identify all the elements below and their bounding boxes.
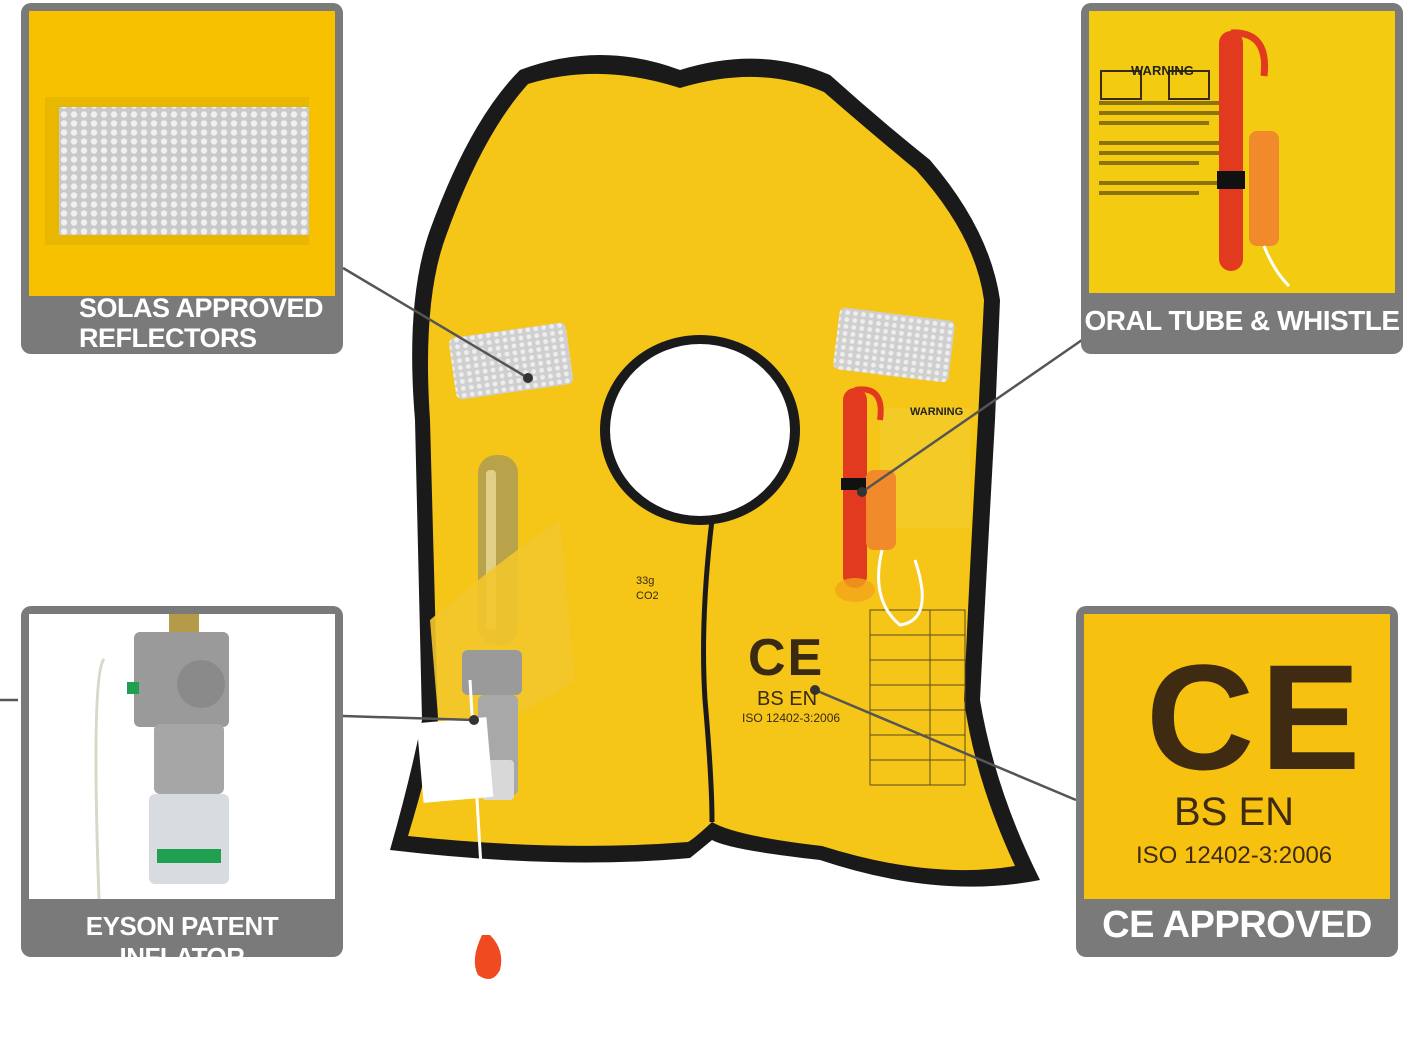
pull-handle [474,935,502,979]
product-label-table [869,609,966,786]
inflatable-vest [390,55,1040,979]
oral-warning-text: WARNING [1131,63,1194,78]
callout-ce-approved: CE BS EN ISO 12402-3:2006 CE APPROVED [1076,606,1398,957]
ce-iso: ISO 12402-3:2006 [1136,842,1333,869]
inflator-label: EYSON PATENT INFLATOR [85,911,279,957]
ce-mark: CE [1146,633,1367,801]
inflator-closeup-photo [29,614,335,899]
vest-warning-text: WARNING [910,406,964,418]
vest-cylinder-size: 33g [636,575,655,587]
vest-iso: ISO 12402-3:2006 [742,711,841,725]
leader-lines [0,266,1083,802]
callout-inflator: EYSON PATENT INFLATOR [21,606,343,957]
oral-tube-label: ORAL TUBE & WHISTLE [1084,305,1400,336]
whistle [866,470,924,627]
leader-dot [469,715,479,725]
oral-tube [835,386,884,602]
leader-dot [523,373,533,383]
ce-closeup-photo: CE BS EN ISO 12402-3:2006 [1084,614,1390,899]
callout-reflectors: SOLAS APPROVED REFLECTORS [21,3,343,354]
callout-oral-tube-whistle: WARNING ORAL TUBE & WHISTLE [1081,3,1403,354]
ce-approved-label: CE APPROVED [1102,904,1372,946]
vest-ce-mark: CE [748,629,825,687]
reflectors-label: SOLAS APPROVED REFLECTORS [79,293,324,353]
reflector-closeup-photo [29,11,335,296]
leader-dot [810,685,820,695]
oral-tube-closeup-photo: WARNING [1089,11,1395,293]
ce-standard: BS EN [1174,790,1295,834]
vest-standard: BS EN [757,688,818,710]
leader-dot [857,487,867,497]
vest-cylinder-gas: CO2 [636,590,659,602]
